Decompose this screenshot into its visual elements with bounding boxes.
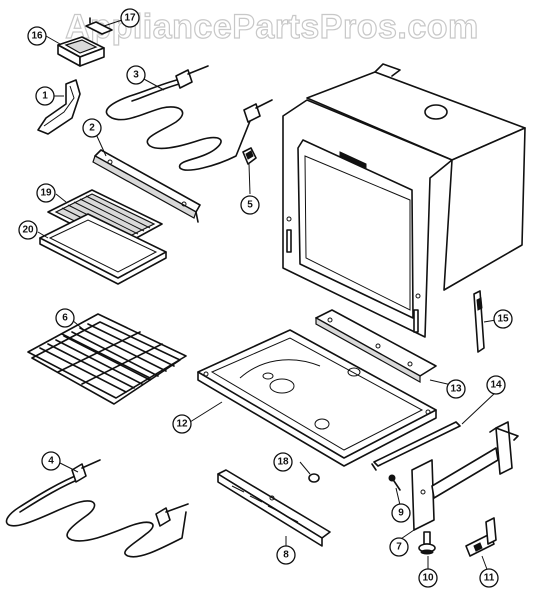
clip-part-5 [242, 147, 257, 165]
callout-20: 20 [18, 220, 38, 240]
mounting-bracket-part-7 [411, 421, 519, 531]
callout-11: 11 [479, 568, 499, 588]
callout-7: 7 [389, 537, 409, 557]
svg-text:6: 6 [62, 313, 68, 324]
oven-cavity [282, 63, 526, 338]
svg-text:1: 1 [42, 91, 48, 102]
svg-text:12: 12 [176, 419, 188, 430]
svg-text:4: 4 [48, 456, 54, 467]
leg-bracket-part-11 [465, 517, 497, 557]
callout-1: 1 [35, 86, 55, 106]
svg-text:18: 18 [277, 457, 289, 468]
callout-19: 19 [36, 183, 56, 203]
svg-text:2: 2 [89, 123, 95, 134]
broil-element-part-3 [105, 65, 273, 171]
callout-3: 3 [126, 65, 146, 85]
callout-18: 18 [273, 452, 293, 472]
svg-text:9: 9 [398, 508, 404, 519]
callout-2: 2 [82, 118, 102, 138]
plug-part-18 [308, 473, 320, 483]
terminal-block-part-16 [57, 36, 105, 67]
svg-text:7: 7 [396, 542, 402, 553]
svg-text:13: 13 [450, 384, 462, 395]
rod-part-14 [371, 421, 461, 471]
screw-part-9 [388, 474, 401, 491]
callout-16: 16 [27, 26, 47, 46]
svg-text:11: 11 [484, 573, 495, 584]
callout-15: 15 [493, 309, 513, 329]
svg-text:17: 17 [124, 13, 136, 24]
bake-element-part-4 [5, 459, 189, 558]
callout-8: 8 [276, 545, 296, 565]
svg-text:14: 14 [490, 380, 502, 391]
callout-17: 17 [120, 8, 140, 28]
bracket-part-2 [92, 149, 201, 223]
terminal-screw-part-17 [85, 17, 113, 35]
svg-text:3: 3 [133, 70, 139, 81]
callout-12: 12 [172, 414, 192, 434]
leveling-leg-part-10 [418, 531, 436, 555]
callout-9: 9 [391, 503, 411, 523]
svg-text:8: 8 [283, 550, 289, 561]
svg-text:16: 16 [31, 31, 43, 42]
callout-4: 4 [41, 451, 61, 471]
callout-10: 10 [418, 568, 438, 588]
callout-5: 5 [240, 195, 260, 215]
callout-14: 14 [486, 375, 506, 395]
svg-text:5: 5 [247, 200, 253, 211]
oven-bottom-panel-part-12 [197, 329, 437, 467]
svg-text:10: 10 [422, 573, 434, 584]
callout-13: 13 [446, 379, 466, 399]
svg-text:15: 15 [497, 314, 509, 325]
broil-pan-part-20 [39, 213, 167, 285]
rear-bracket-part-13 [315, 309, 437, 384]
side-trim-part-15 [473, 290, 485, 353]
vent-panel-part-8 [217, 469, 331, 547]
callout-6: 6 [55, 308, 75, 328]
insulator-part-1 [37, 79, 81, 135]
oven-rack-part-6 [27, 313, 187, 405]
svg-text:20: 20 [22, 225, 34, 236]
svg-text:19: 19 [40, 188, 52, 199]
